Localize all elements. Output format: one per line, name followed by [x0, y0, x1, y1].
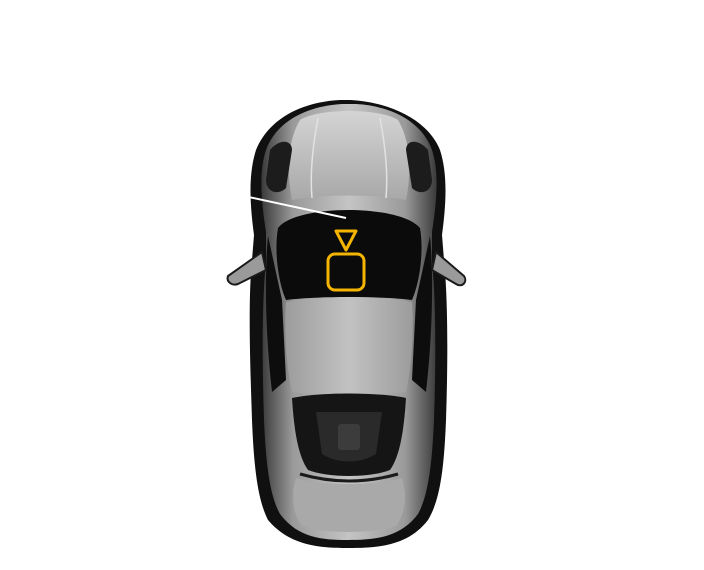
car-roof — [285, 297, 413, 395]
rear-deck — [293, 478, 405, 532]
left-front-vent — [266, 141, 292, 193]
marker-triangle — [334, 229, 358, 252]
hood-crease-left — [310, 117, 319, 199]
hood-crease-right — [379, 117, 388, 199]
engine-cover-slot — [338, 424, 360, 450]
camera-location-marker-icon — [326, 229, 366, 292]
car-hood — [288, 111, 410, 200]
marker-square — [326, 252, 366, 292]
right-side-window — [412, 236, 433, 392]
leader-line — [243, 195, 347, 219]
right-mirror — [430, 250, 467, 287]
left-side-window — [265, 236, 286, 392]
rear-spoiler-line — [299, 472, 399, 483]
left-mirror — [226, 250, 268, 286]
right-front-vent — [406, 141, 432, 193]
